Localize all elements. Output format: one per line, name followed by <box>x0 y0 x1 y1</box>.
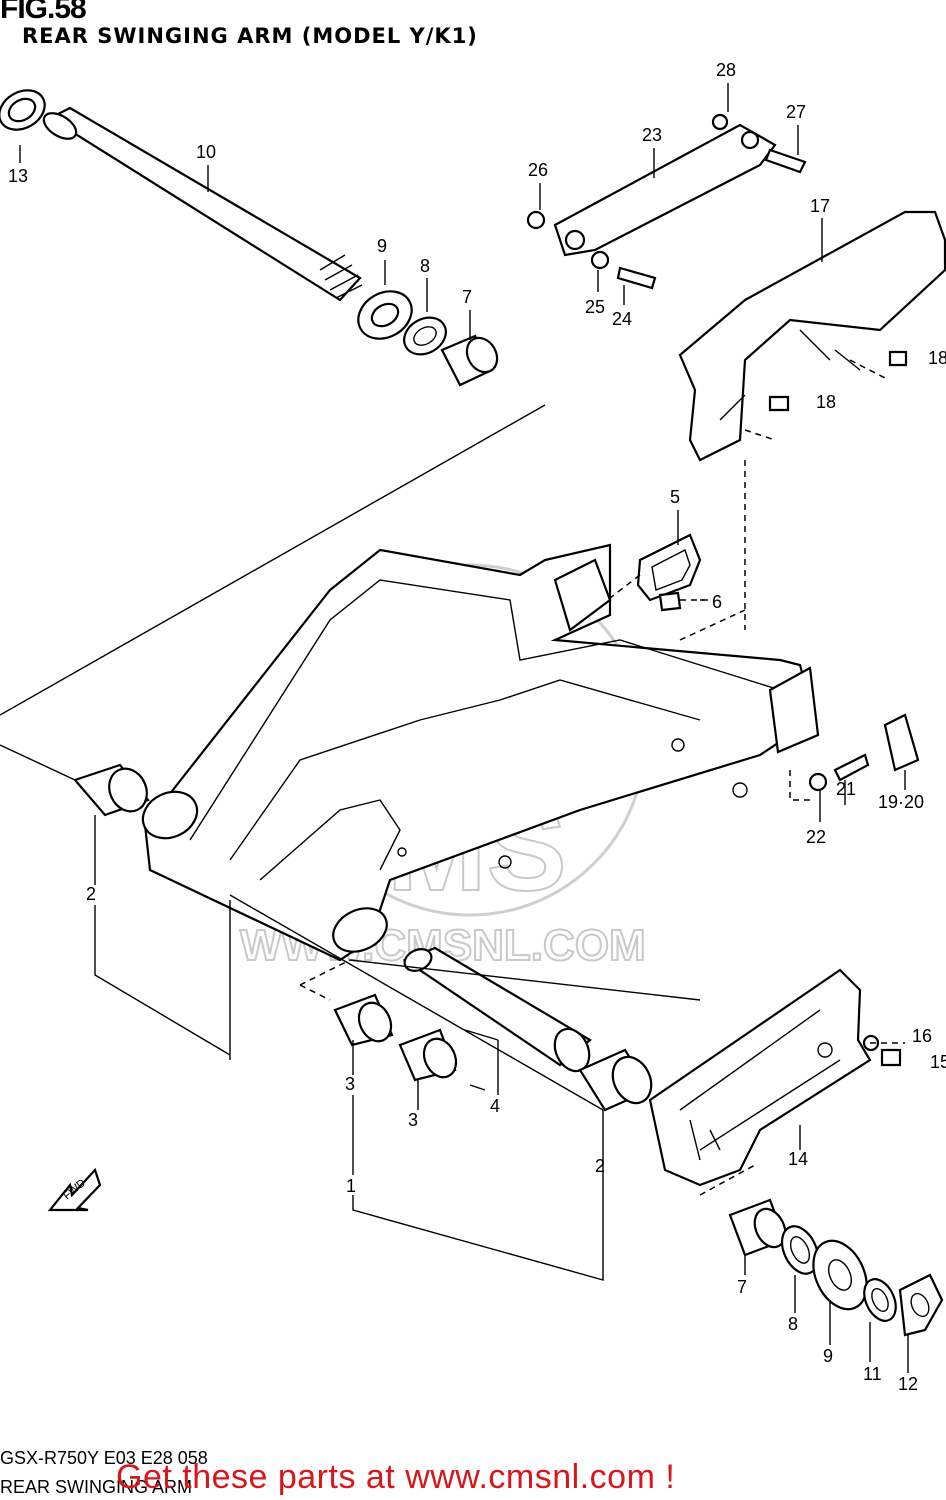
callout-c18a: 18 <box>928 348 946 368</box>
callout-c21: 21 <box>836 779 856 799</box>
callout-c14: 14 <box>788 1149 808 1169</box>
oil-seal-13-part <box>0 89 46 131</box>
callout-c2b: 2 <box>595 1156 605 1176</box>
leader-lines <box>0 83 909 1373</box>
footer-model-code: GSX-R750Y E03 E28 058 <box>0 1448 208 1468</box>
callout-c2a: 2 <box>86 884 96 904</box>
lower-spacer-group <box>728 1198 944 1337</box>
figure-title: FIG.58 <box>0 0 87 25</box>
callout-c12: 12 <box>898 1374 918 1394</box>
callout-c17: 17 <box>810 196 830 216</box>
callout-c11: 11 <box>863 1364 882 1384</box>
callout-c28: 28 <box>716 60 736 80</box>
plate-5-part <box>609 533 705 612</box>
callout-c9b: 9 <box>823 1346 833 1366</box>
callout-c16: 16 <box>912 1026 932 1046</box>
callout-c18b: 18 <box>816 392 836 412</box>
callout-c7a: 7 <box>462 287 472 307</box>
callout-c13: 13 <box>8 166 28 186</box>
callout-c24: 24 <box>612 309 632 329</box>
callout-c22: 22 <box>806 827 826 847</box>
callout-c27: 27 <box>786 102 806 122</box>
callout-c15: 15 <box>930 1052 946 1072</box>
callout-labels: 28272326172524181813109875619·2021222334… <box>8 60 946 1394</box>
footer-figure-name: REAR SWINGING ARM <box>0 1477 193 1497</box>
callout-c7b: 7 <box>737 1277 747 1297</box>
forward-arrow-icon: FWD <box>47 1167 102 1212</box>
bushing-group <box>73 763 653 1112</box>
figure-subtitle: REAR SWINGING ARM (MODEL Y/K1) <box>22 24 478 48</box>
promo-link[interactable]: Get these parts at www.cmsnl.com ! <box>116 1458 676 1496</box>
callout-c10: 10 <box>196 142 216 162</box>
upper-spacer-group <box>357 290 499 387</box>
chain-buffer-part <box>648 968 905 1196</box>
callout-c26: 26 <box>528 160 548 180</box>
callout-c5: 5 <box>670 487 680 507</box>
swinging-arm-part <box>141 543 820 962</box>
callout-c1: 1 <box>346 1176 356 1196</box>
callout-c9a: 9 <box>377 236 387 256</box>
callout-c23: 23 <box>642 125 662 145</box>
callout-c3a: 3 <box>345 1074 355 1094</box>
callout-c6: 6 <box>712 592 722 612</box>
chain-cover-part <box>678 210 946 630</box>
adjuster-group <box>789 713 920 801</box>
callout-c8b: 8 <box>788 1314 798 1334</box>
callout-c4: 4 <box>490 1096 500 1116</box>
callout-c25: 25 <box>585 297 605 317</box>
callout-c1920: 19·20 <box>878 792 924 812</box>
callout-c3b: 3 <box>408 1110 418 1130</box>
callout-c8a: 8 <box>420 256 430 276</box>
torque-link-part <box>526 113 807 290</box>
pivot-shaft-part <box>42 106 363 302</box>
